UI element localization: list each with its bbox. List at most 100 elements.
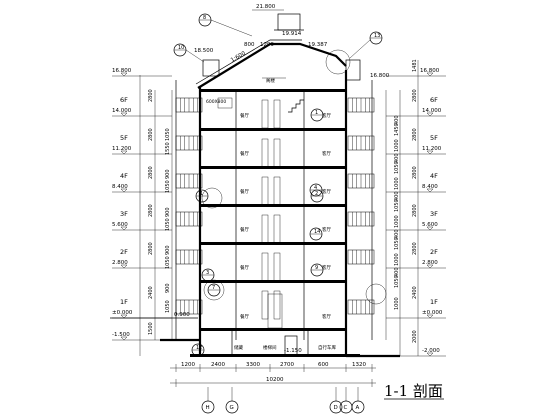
room-labels: 餐厅客厅餐厅客厅餐厅客厅餐厅客厅餐厅客厅餐厅客厅 — [240, 112, 331, 320]
bottom-dim-value: 1200 — [181, 362, 195, 368]
level-triangle — [120, 72, 128, 77]
sub-height-right: 400 — [394, 229, 400, 239]
door-leaf — [273, 290, 281, 320]
detail-circle — [201, 187, 223, 209]
floor-label-right: 2F — [430, 248, 438, 256]
callout-number: 12 — [196, 345, 202, 351]
door-leaf — [261, 252, 269, 282]
sub-height-left: 900 — [165, 245, 171, 255]
drawing-title: 1-1 剖面 — [384, 382, 443, 400]
ground-left-elevation: 0.900 — [174, 312, 190, 318]
sub-height-right: 1450 — [394, 123, 400, 136]
floor-label-right: 3F — [430, 210, 438, 218]
axis-label: G — [230, 405, 234, 411]
callout-number: 3 — [206, 270, 209, 276]
slab-5f — [200, 166, 346, 169]
eave-left-elevation: 18.500 — [194, 48, 214, 54]
floor-height-left: 2800 — [148, 89, 154, 102]
balconies — [175, 97, 375, 315]
floor-label-left: 5F — [120, 134, 128, 142]
level-triangle — [426, 112, 434, 117]
detail-callout: 1 — [310, 108, 324, 122]
floor-height-left: 2800 — [148, 128, 154, 141]
roof-right-elevation: 19.387 — [308, 42, 328, 48]
callout-leader — [349, 39, 371, 59]
level-triangle — [120, 188, 128, 193]
slab-4f — [200, 204, 346, 207]
basement-labels: 储藏 楼梯间 自行车库 -1.150 0.900 — [174, 312, 336, 354]
door-leaf — [261, 99, 269, 129]
floor-height-right: 2800 — [412, 89, 418, 102]
sub-height-right: 1000 — [394, 297, 400, 310]
roof-mid-elevation: 19.914 — [282, 31, 302, 37]
slab-2f — [200, 280, 346, 283]
door-leaf — [273, 138, 281, 168]
sub-height-left: 900 — [165, 283, 171, 293]
callout-number: 2 — [315, 191, 318, 197]
detail-callout: 10 — [173, 43, 187, 57]
door-leaf — [261, 290, 269, 320]
door-leaf — [273, 214, 281, 244]
door-leaf — [261, 214, 269, 244]
sub-height-left: 1050 — [165, 128, 171, 141]
dormer-right — [345, 59, 361, 81]
room-label-living: 客厅 — [322, 112, 331, 119]
axis-circle — [329, 400, 343, 414]
level-triangle — [426, 72, 434, 77]
detail-callout: 4 — [309, 183, 323, 197]
sub-height-right: 1000 — [394, 139, 400, 152]
floor-height-right: 2800 — [412, 166, 418, 179]
level-elevation-left: 16.800 — [112, 68, 132, 74]
level-triangle — [120, 150, 128, 155]
level-elevation-left: 2.800 — [112, 260, 128, 266]
room-label-dining: 餐厅 — [240, 112, 249, 119]
sub-height-right: 1050 — [394, 275, 400, 288]
axis-circle — [351, 400, 365, 414]
detail-circle — [365, 283, 387, 305]
axis-bubble: H — [201, 387, 215, 414]
slab-1f — [200, 328, 346, 331]
room-label-living: 客厅 — [322, 264, 331, 271]
sub-height-right: 1000 — [394, 215, 400, 228]
level-triangle — [426, 314, 434, 319]
floor-label-left: 2F — [120, 248, 128, 256]
level-triangle — [120, 226, 128, 231]
level-triangle — [426, 352, 434, 357]
door-leaf — [273, 99, 281, 129]
basement-elevation: -1.150 — [284, 348, 302, 354]
level-triangle — [120, 112, 128, 117]
slab-roof — [200, 89, 346, 92]
right-level-markers: 14.0006F11.2005F8.4004F5.6003F2.8002F±0.… — [386, 68, 446, 357]
detail-callout: 7 — [207, 283, 221, 297]
chimney — [277, 13, 301, 31]
entrance-door — [267, 293, 283, 329]
axis-label: A — [356, 405, 360, 411]
callout-number: 13 — [374, 33, 380, 39]
floor-height-right: 2800 — [412, 204, 418, 217]
level-triangle — [426, 264, 434, 269]
slab-basement — [190, 354, 360, 357]
level-elevation-right: 2.800 — [422, 260, 438, 266]
floor-height-left: 2400 — [148, 286, 154, 299]
detail-callout: 14 — [309, 227, 323, 241]
sub-height-right: 400 — [394, 153, 400, 163]
roof-right-level-mark: 16.800 — [370, 73, 390, 79]
floor-height-right: 2800 — [412, 242, 418, 255]
stair-window — [217, 97, 233, 109]
level-elevation-left: 11.200 — [112, 146, 132, 152]
detail-callout: 12 — [191, 343, 205, 357]
basement-stair-label: 楼梯间 — [263, 344, 277, 351]
detail-callout: 13 — [369, 31, 383, 45]
sub-height-right: 1000 — [394, 253, 400, 266]
room-label-dining: 餐厅 — [240, 188, 249, 195]
level-triangle — [120, 336, 128, 341]
sub-height-left: 1050 — [165, 256, 171, 269]
level-triangle — [426, 226, 434, 231]
axis-label: C — [344, 405, 348, 411]
room-label-living: 客厅 — [322, 150, 331, 157]
axis-label: D — [334, 405, 338, 411]
sub-height-left: 1550 — [165, 142, 171, 155]
